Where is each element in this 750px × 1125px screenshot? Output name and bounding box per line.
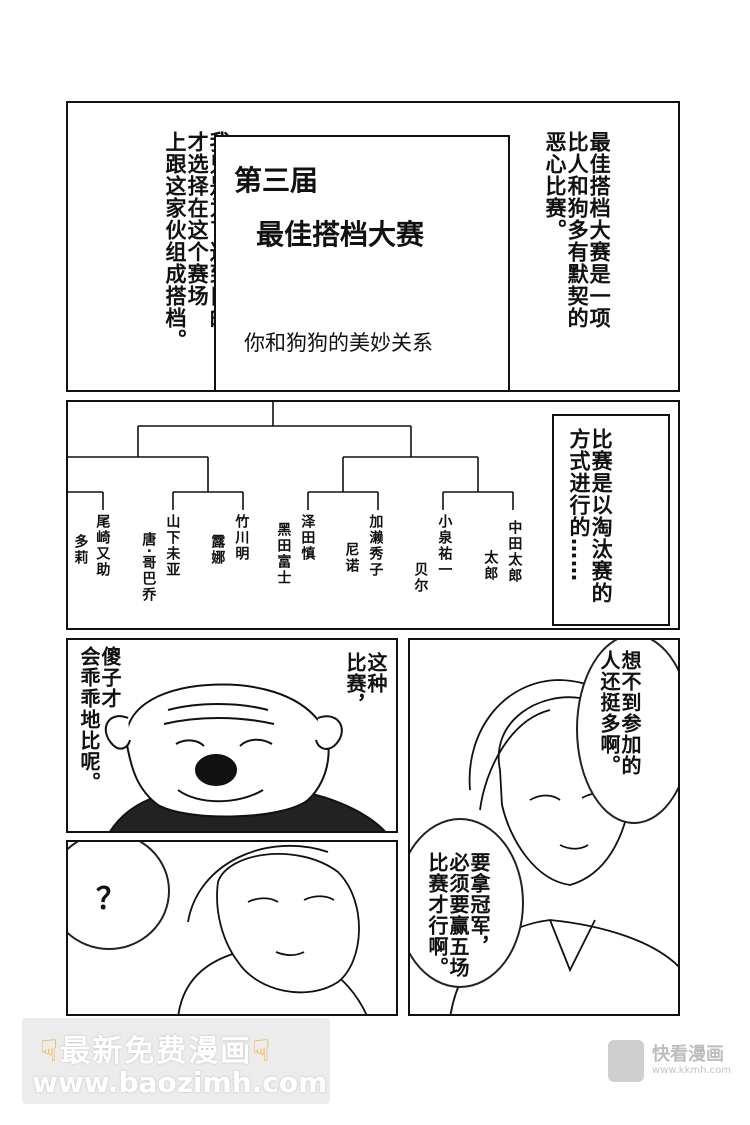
entry-2-dog: 贝尔	[412, 562, 429, 594]
boy-speech-col1: 想不到参加的	[618, 650, 642, 776]
bracket-narration-box: 比赛是以淘汰赛的 方式进行的……	[552, 414, 670, 626]
pointing-finger-icon: ☟	[252, 1034, 273, 1069]
champion-speech-col2: 必须要赢五场	[446, 852, 470, 978]
dog-speech-a-col1: 这种	[364, 652, 388, 694]
panel-dog: 这种 比赛， 傻子才 会乖乖地比呢。	[66, 638, 398, 833]
dog-speech-a: 这种 比赛，	[343, 652, 388, 772]
boy-speech: 想不到参加的 人还挺多啊。	[597, 650, 642, 810]
watermark-line1: ☟最新免费漫画☟	[40, 1026, 273, 1070]
entry-6-dog: 唐·哥巴乔	[140, 532, 157, 604]
title-subtitle: 你和狗狗的美妙关系	[244, 331, 433, 355]
right-narration-col3: 恶心比赛。	[543, 131, 568, 241]
champion-speech-col3: 比赛才行啊。	[425, 852, 449, 978]
right-narration-col1: 最佳搭档大赛是一项	[587, 131, 612, 329]
title-box: 第三届 最佳搭档大赛 你和狗狗的美妙关系	[214, 135, 510, 390]
right-narration: 最佳搭档大赛是一项 比人和狗多有默契的 恶心比赛。	[543, 131, 612, 351]
champion-speech: 要拿冠军， 必须要赢五场 比赛才行啊。	[425, 852, 491, 992]
panel-boy: 想不到参加的 人还挺多啊。 要拿冠军， 必须要赢五场 比赛才行啊。	[408, 638, 680, 1016]
entry-7-human: 尾崎又助	[94, 514, 111, 578]
champion-speech-bubble	[410, 818, 524, 988]
entry-1-human: 中田太郎	[506, 520, 523, 584]
pointing-finger-icon: ☟	[40, 1034, 61, 1069]
title-edition: 第三届	[234, 164, 319, 197]
entry-7-dog: 多莉	[72, 534, 89, 566]
entry-5-dog: 露娜	[209, 534, 226, 566]
watermark-line1-text: 最新免费漫画	[60, 1034, 253, 1069]
boy-speech-col2: 人还挺多啊。	[597, 650, 621, 776]
kuaikan-brand: 快看漫画	[652, 1044, 724, 1065]
champion-speech-col1: 要拿冠军，	[467, 852, 491, 957]
dog-speech-b-col2: 会乖乖地比呢。	[77, 646, 101, 793]
left-narration-col3: 上跟这家伙组成搭档。	[163, 131, 188, 351]
right-narration-col2: 比人和狗多有默契的	[565, 131, 590, 329]
entry-4-dog: 黑田富士	[275, 522, 292, 586]
entry-4-human: 泽田慎	[299, 514, 316, 562]
boy-speech-bubble	[576, 640, 678, 824]
question-mark: ？	[96, 882, 126, 917]
dog-illustration	[104, 683, 386, 831]
kuaikan-url: www.kkmh.com	[652, 1065, 731, 1076]
dog-speech-a-col2: 比赛，	[343, 652, 367, 715]
dog-speech-b: 傻子才 会乖乖地比呢。	[77, 646, 122, 806]
bracket-narration-col1: 比赛是以淘汰赛的	[589, 428, 614, 604]
bracket-narration-col2: 方式进行的……	[567, 428, 592, 582]
dog-speech-b-col1: 傻子才	[98, 646, 122, 709]
panel-confused-boy: ？	[66, 840, 398, 1016]
entry-6-human: 山下未亚	[164, 514, 181, 578]
baozimh-watermark: ☟最新免费漫画☟ www.baozimh.com	[22, 1018, 330, 1104]
entry-5-human: 竹川明	[233, 514, 250, 562]
tournament-bracket-lines	[68, 402, 514, 510]
bracket-narration: 比赛是以淘汰赛的 方式进行的……	[567, 428, 614, 618]
panel-bracket: 中田太郎 太郎 小泉祐一 贝尔 加濑秀子 尼诺 泽田慎 黑田富士 竹川明 露娜 …	[66, 400, 680, 630]
left-narration-col2: 才选择在这个赛场	[185, 131, 210, 307]
entry-1-dog: 太郎	[482, 550, 499, 582]
entry-3-human: 加濑秀子	[367, 514, 384, 578]
kuaikan-logo-icon	[608, 1040, 644, 1082]
entry-2-human: 小泉祐一	[436, 514, 453, 578]
confused-boy-illustration	[177, 844, 368, 1014]
entry-3-dog: 尼诺	[343, 542, 360, 574]
watermark-line2: www.baozimh.com	[32, 1066, 328, 1099]
panel-title: 我只是为了达到目的， 才选择在这个赛场 上跟这家伙组成搭档。 第三届 最佳搭档大…	[66, 101, 680, 392]
title-contest: 最佳搭档大赛	[256, 218, 425, 251]
